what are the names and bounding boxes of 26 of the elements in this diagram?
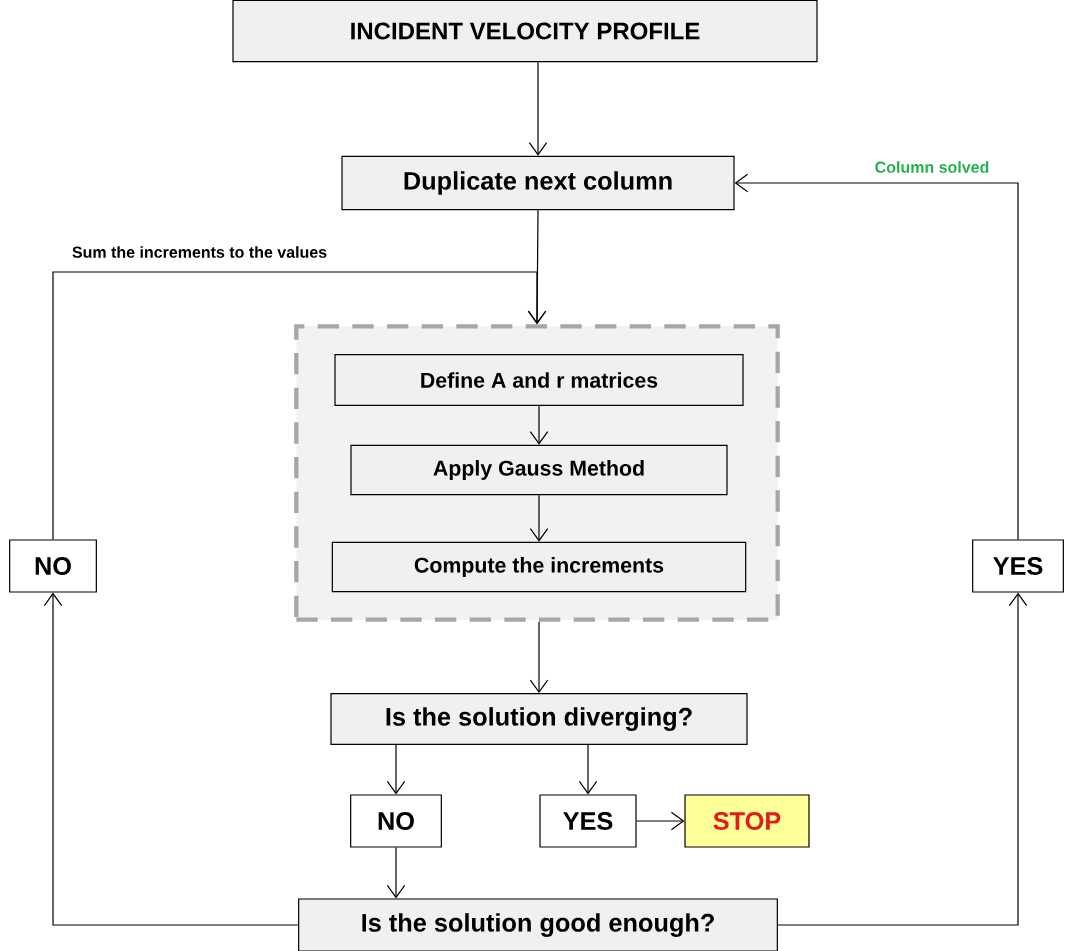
edge-label: Column solved (873, 159, 991, 175)
process-box: YES (539, 794, 637, 848)
arrow (777, 592, 1028, 926)
process-box: NO (350, 794, 442, 848)
process-box: Is the solution good enough? (298, 898, 778, 951)
process-box: Duplicate next column (341, 155, 735, 211)
process-box: Apply Gauss Method (350, 444, 728, 496)
arrow (578, 744, 598, 795)
arrow (43, 592, 299, 926)
edge-label: Sum the increments to the values (70, 244, 329, 260)
arrow (528, 61, 548, 156)
arrow (529, 494, 549, 542)
arrow (636, 811, 685, 831)
arrow (529, 621, 549, 694)
process-box: Define A and r matrices (334, 354, 744, 406)
arrow (386, 847, 406, 899)
arrow (734, 173, 1019, 540)
process-box: Is the solution diverging? (330, 693, 748, 745)
process-box: YES (972, 539, 1064, 593)
process-box: INCIDENT VELOCITY PROFILE (232, 0, 818, 63)
arrow (529, 405, 549, 445)
process-box: Compute the increments (331, 541, 747, 593)
arrow (52, 271, 547, 540)
process-box: NO (9, 539, 97, 593)
arrow (386, 744, 406, 795)
process-box: STOP (684, 794, 810, 848)
